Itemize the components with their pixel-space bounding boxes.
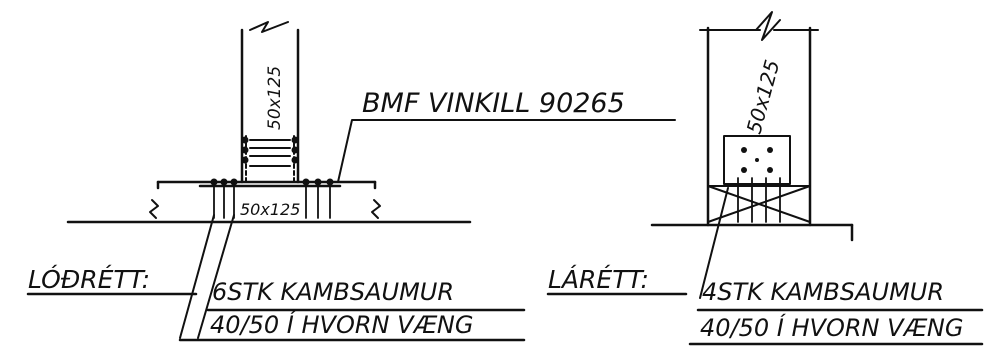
right-orientation-label: LÁRÉTT: — [548, 265, 649, 294]
left-post — [240, 28, 300, 184]
left-orientation-label: LÓÐRÉTT: — [28, 264, 150, 294]
right-post-size-label: 50x125 — [742, 57, 785, 136]
right-slab — [650, 223, 854, 242]
left-post-size-label: 50x125 — [265, 66, 285, 130]
right-fastener-line2: 40/50 Í HVORN VÆNG — [700, 313, 963, 342]
right-sill-cross — [707, 185, 811, 223]
left-fastener-line2: 40/50 Í HVORN VÆNG — [210, 310, 473, 339]
right-post-break-mark — [699, 11, 819, 41]
left-plate-size-label: 50x125 — [240, 200, 300, 219]
left-bracket-bolts — [241, 136, 299, 164]
right-detail: 50x125 LÁRÉTT: — [546, 11, 984, 346]
left-post-break-mark — [249, 21, 289, 33]
bracket-callout-leader — [337, 119, 676, 183]
left-base-plate — [156, 180, 377, 190]
right-bracket-plate — [723, 135, 791, 185]
right-nails — [737, 177, 781, 223]
left-angle-bracket — [245, 135, 295, 183]
left-nails — [213, 181, 331, 219]
right-fastener-leader — [699, 187, 729, 299]
left-fastener-line1: 6STK KAMBSAUMUR — [212, 278, 454, 306]
right-fastener-line1: 4STK KAMBSAUMUR — [702, 278, 944, 306]
bracket-callout-label: BMF VINKILL 90265 — [362, 88, 625, 119]
left-slab-break-marks — [149, 199, 381, 219]
left-detail: 50x125 — [26, 21, 676, 342]
right-bracket-bolts — [741, 147, 773, 173]
right-post — [706, 26, 812, 227]
left-fastener-leaders — [179, 214, 235, 339]
